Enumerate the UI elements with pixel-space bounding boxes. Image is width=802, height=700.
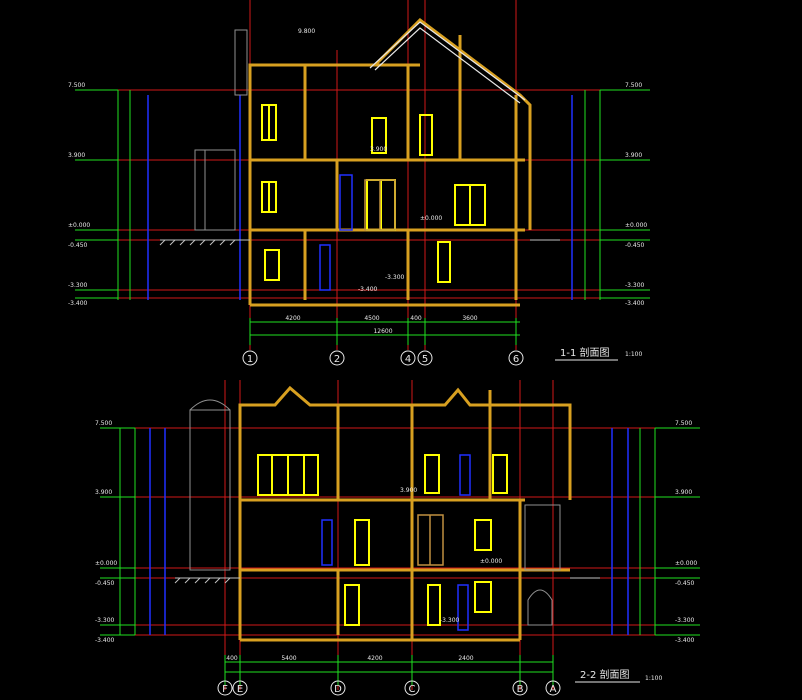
- grid-label-B: B: [517, 684, 524, 695]
- section-2-scale: 1:100: [645, 675, 662, 682]
- grid-label-2: 2: [334, 354, 340, 365]
- floor-mark-3: -3.300: [385, 274, 405, 281]
- dim2-3: 4200: [367, 655, 382, 662]
- exterior-tower: [189, 399, 561, 626]
- elev2-left-4: -0.450: [95, 580, 115, 587]
- dim-2: 4500: [364, 315, 379, 322]
- section-2-2: F E D C B A 400 5400 4200 2400 7.500 3.9…: [95, 179, 700, 696]
- grid-label-C: C: [409, 684, 416, 695]
- dimension-lines-2: [100, 427, 700, 685]
- section-1-walls: [248, 18, 532, 307]
- grid-axes-2: [224, 380, 554, 690]
- dim2-1: 400: [226, 655, 238, 662]
- section-2-title: 2-2 剖面图: [580, 668, 630, 681]
- grid-label-5: 5: [422, 354, 428, 365]
- dim2-2: 5400: [281, 655, 296, 662]
- door-panel: [364, 179, 444, 566]
- floor2-mark-3: -3.300: [440, 617, 460, 624]
- section-1-1: 1 2 4 5 6 4200 4500 400 3600 12600 7.500…: [68, 0, 650, 366]
- level-lines-2: [130, 427, 690, 636]
- elev-left-3: ±0.000: [68, 222, 90, 229]
- dimension-lines: [75, 89, 650, 345]
- elev-left-2: 3.900: [68, 152, 85, 159]
- windows: [261, 104, 486, 283]
- section-1-title: 1-1 剖面图: [560, 346, 610, 359]
- elev-left-6: -3.400: [68, 300, 88, 307]
- elev2-left-5: -3.300: [95, 617, 115, 624]
- dim2-4: 2400: [458, 655, 473, 662]
- axis-markers: [242, 350, 524, 366]
- elev-left-1: 7.500: [68, 82, 85, 89]
- dim-1: 4200: [285, 315, 300, 322]
- blue-members-2: [149, 428, 629, 635]
- elev2-right-4: -0.450: [675, 580, 695, 587]
- elev2-right-3: ±0.000: [675, 560, 697, 567]
- ground-hatch-2: [174, 577, 600, 584]
- floor2-mark-2: ±0.000: [480, 558, 502, 565]
- elev-right-4: -0.450: [625, 242, 645, 249]
- grid-label-D: D: [334, 684, 342, 695]
- dim-4: 3600: [462, 315, 477, 322]
- elev2-left-1: 7.500: [95, 420, 112, 427]
- floor-mark-1: 3.900: [370, 146, 387, 153]
- grid-label-A: A: [550, 684, 557, 695]
- elev-right-1: 7.500: [625, 82, 642, 89]
- exterior-chimney: [194, 29, 248, 231]
- section-1-scale: 1:100: [625, 351, 642, 358]
- elev2-right-1: 7.500: [675, 420, 692, 427]
- elev-right-5: -3.300: [625, 282, 645, 289]
- grid-label-F: F: [222, 684, 228, 695]
- elev-left-4: -0.450: [68, 242, 88, 249]
- elev-right-3: ±0.000: [625, 222, 647, 229]
- elev2-right-6: -3.400: [675, 637, 695, 644]
- elev2-right-5: -3.300: [675, 617, 695, 624]
- roof-outline: [369, 21, 526, 104]
- axis-markers-2: [217, 680, 561, 696]
- grid-label-1: 1: [247, 354, 253, 365]
- ridge-label: 9.800: [298, 28, 315, 35]
- elev-right-2: 3.900: [625, 152, 642, 159]
- windows-2: [257, 454, 508, 626]
- section-2-walls: [238, 385, 572, 642]
- elev-right-6: -3.400: [625, 300, 645, 307]
- grid-label-6: 6: [513, 354, 519, 365]
- dim-total: 12600: [373, 328, 392, 335]
- elev-left-5: -3.300: [68, 282, 88, 289]
- elev2-left-2: 3.900: [95, 489, 112, 496]
- grid-label-E: E: [237, 684, 243, 695]
- floor2-mark-1: 3.900: [400, 487, 417, 494]
- elev2-left-3: ±0.000: [95, 560, 117, 567]
- dim-3: 400: [410, 315, 422, 322]
- ground-hatch: [159, 239, 560, 246]
- elev2-right-2: 3.900: [675, 489, 692, 496]
- floor-mark-4: -3.400: [358, 286, 378, 293]
- elev2-left-6: -3.400: [95, 637, 115, 644]
- grid-label-4: 4: [405, 354, 411, 365]
- blue-members: [147, 95, 573, 300]
- floor-mark-2: ±0.000: [420, 215, 442, 222]
